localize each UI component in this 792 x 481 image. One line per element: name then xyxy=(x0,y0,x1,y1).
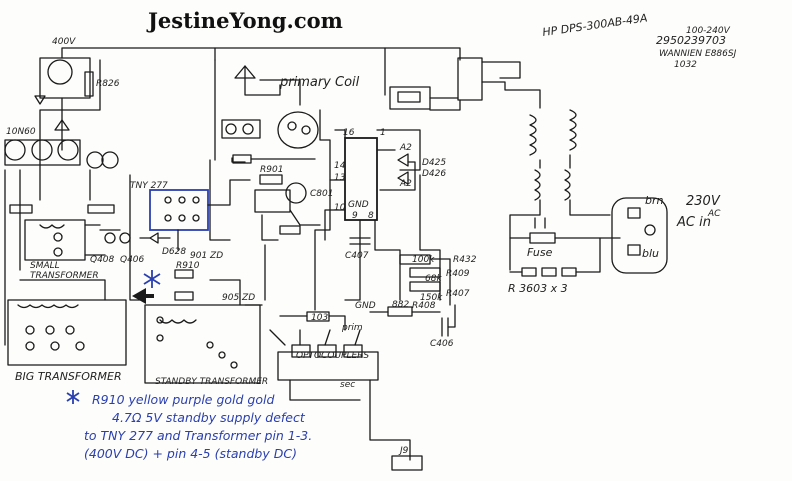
lot-number: 1032 xyxy=(674,60,697,70)
label-d905: 905 ZD xyxy=(222,293,255,303)
label-r408: R408 xyxy=(412,301,436,311)
label-ic-pin-13: 13 xyxy=(334,173,346,183)
label-r407: R407 xyxy=(446,289,470,299)
label-r3603: R 3603 x 3 xyxy=(508,282,568,295)
label-r432: R432 xyxy=(453,255,477,265)
input-range: 100-240V xyxy=(686,26,731,36)
arrow-pointer-icon xyxy=(132,288,154,304)
note-line-3: to TNY 277 and Transformer pin 1-3. xyxy=(84,428,312,443)
label-d628: D628 xyxy=(162,247,186,257)
label-res-100k: 100k xyxy=(412,255,435,265)
label-d901: 901 ZD xyxy=(190,251,223,261)
label-r826: R826 xyxy=(96,79,120,89)
label-big-transformer: BIG TRANSFORMER xyxy=(15,370,122,383)
model-label: HP DPS-300AB-49A xyxy=(542,11,649,39)
label-c801: C801 xyxy=(310,189,333,199)
site-title: JestineYong.com xyxy=(146,8,343,33)
label-res-68k: 68k xyxy=(425,274,442,284)
label-ic-pin-14: 14 xyxy=(334,161,346,171)
label-optocouplers: OPTOCOUPLERS xyxy=(296,351,369,361)
label-r901: R901 xyxy=(260,165,283,175)
label-ic-pin-8: 8 xyxy=(368,211,374,221)
label-400v: 400V xyxy=(52,37,76,47)
label-small-transformer-1: SMALL xyxy=(30,261,60,271)
label-prim: prim xyxy=(341,323,363,333)
label-ac: AC xyxy=(707,209,721,219)
label-standby-transformer: STANDBY TRANSFORMER xyxy=(155,377,268,387)
label-r910: R910 xyxy=(176,261,200,271)
label-res-150k: 150k xyxy=(420,293,443,303)
label-ic-pin-10: 10 xyxy=(334,203,346,213)
label-c407: C407 xyxy=(345,251,369,261)
label-primary-coil: primary Coil xyxy=(279,75,360,90)
blue-asterisk-marker xyxy=(143,270,161,288)
note-line-2: 4.7Ω 5V standby supply defect xyxy=(112,410,306,425)
label-ac-in: AC in xyxy=(676,215,711,230)
label-sec: sec xyxy=(340,380,355,390)
label-fuse: Fuse xyxy=(527,246,553,259)
label-q408: Q408 xyxy=(90,255,115,265)
label-ic-pin-1: 1 xyxy=(380,128,386,138)
note-line-1: R910 yellow purple gold gold xyxy=(92,392,274,407)
label-j9: J9 xyxy=(398,446,409,456)
label-a2-1: A2 xyxy=(399,143,412,153)
label-c406: C406 xyxy=(430,339,454,349)
label-res-103: 103 xyxy=(311,313,328,323)
label-ion60: 10N60 xyxy=(6,127,36,137)
note-line-4: (400V DC) + pin 4-5 (standby DC) xyxy=(84,446,297,461)
label-small-transformer-2: TRANSFORMER xyxy=(30,271,99,281)
label-230v: 230V xyxy=(686,194,721,209)
note-asterisk xyxy=(66,390,80,404)
label-d426: D426 xyxy=(422,169,446,179)
label-r409: R409 xyxy=(446,269,470,279)
label-res-882: 882 xyxy=(392,300,409,310)
label-a2-2: A2 xyxy=(399,179,412,189)
label-ic-gnd: GND xyxy=(348,200,369,210)
label-d425: D425 xyxy=(422,158,446,168)
label-brn: brn xyxy=(645,194,664,207)
label-ic-pin-9: 9 xyxy=(352,211,358,221)
label-blu: blu xyxy=(642,247,659,260)
wiring xyxy=(4,47,668,471)
vendor-code: WANNIEN E886SJ xyxy=(659,49,737,59)
serial-number: 2950239703 xyxy=(656,34,726,47)
label-ic-pin-16: 16 xyxy=(343,128,355,138)
label-tny: TNY 277 xyxy=(130,181,168,191)
label-q406: Q406 xyxy=(120,255,145,265)
label-gnd: GND xyxy=(355,301,376,311)
